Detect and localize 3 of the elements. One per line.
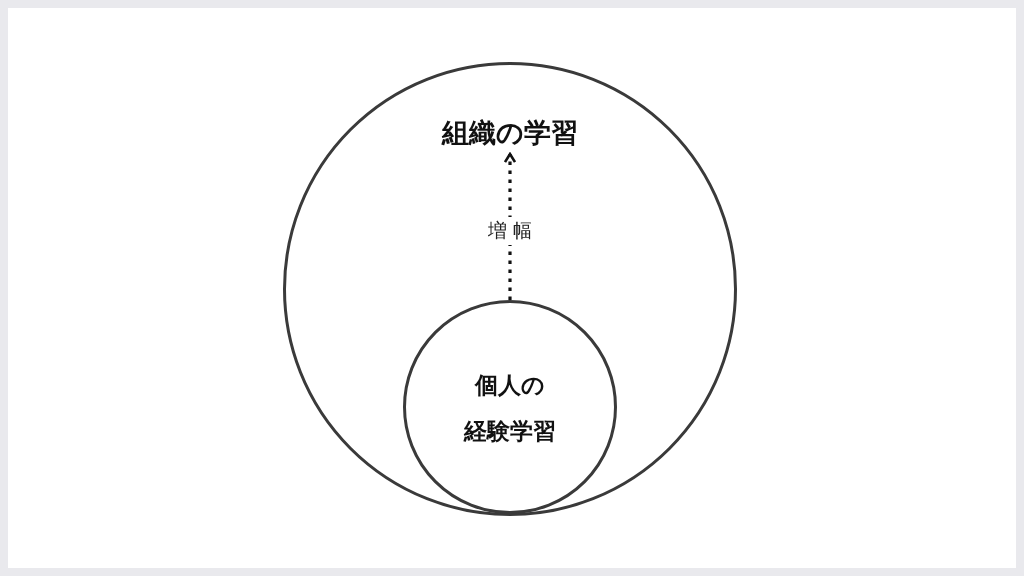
heading: 組織の学習 <box>442 116 578 150</box>
edge-label: 増 幅 <box>488 217 532 245</box>
circle-label: 個人の経験学習 <box>464 371 556 446</box>
